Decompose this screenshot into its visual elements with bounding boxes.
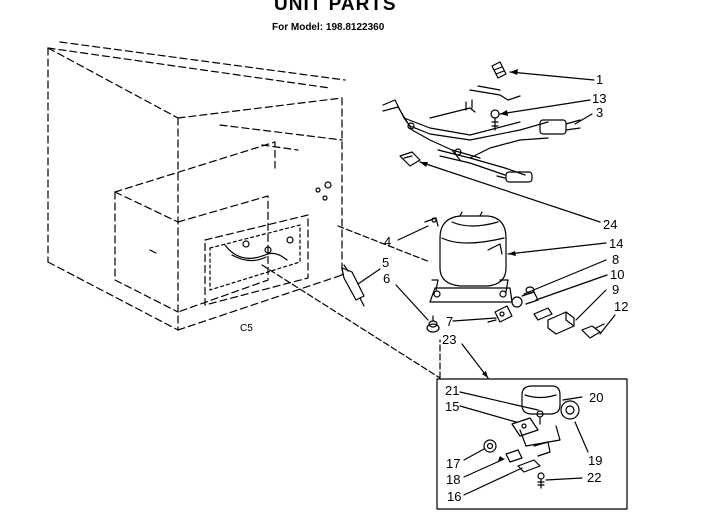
callout-4: 4 [384, 234, 391, 249]
callout-13: 13 [592, 91, 606, 106]
callout-12: 12 [614, 299, 628, 314]
callout-leaders [357, 71, 616, 496]
callout-arrowheads [420, 69, 518, 461]
callout-14: 14 [609, 236, 623, 251]
part-6-grommet [426, 315, 440, 333]
diagram-title: UNIT PARTS [274, 0, 397, 15]
part-24-clip [399, 151, 421, 167]
part-13-screw [490, 109, 500, 131]
model-subtitle: For Model: 198.8122360 [272, 22, 385, 33]
callout-5: 5 [382, 255, 389, 270]
callout-1: 1 [596, 72, 603, 87]
callout-numbers: 1 13 3 24 4 14 5 8 10 6 9 12 7 23 21 20 … [382, 72, 628, 504]
cabinet-details [149, 181, 332, 291]
callout-7: 7 [446, 314, 453, 329]
inset-parts [483, 385, 580, 489]
wiring-harness [382, 85, 581, 183]
callout-3: 3 [596, 105, 603, 120]
inset-box [436, 378, 628, 510]
callout-22: 22 [587, 470, 601, 485]
part-4-bolt [424, 217, 439, 227]
part-14-compressor [429, 211, 513, 303]
leader-lines-dashed [261, 225, 441, 379]
part-1-wire-nut [491, 61, 507, 79]
callout-8: 8 [612, 252, 619, 267]
callout-16: 16 [447, 489, 461, 504]
callout-9: 9 [612, 282, 619, 297]
section-label: C5 [240, 323, 253, 334]
callout-10: 10 [610, 267, 624, 282]
callout-19: 19 [588, 453, 602, 468]
callout-20: 20 [589, 390, 603, 405]
callout-17: 17 [446, 456, 460, 471]
callout-24: 24 [603, 217, 617, 232]
callout-21: 21 [445, 383, 459, 398]
cabinet-outline [47, 41, 346, 331]
callout-23: 23 [442, 332, 456, 347]
callout-15: 15 [445, 399, 459, 414]
part-5-drier [341, 264, 365, 307]
callout-18: 18 [446, 472, 460, 487]
callout-6: 6 [383, 271, 390, 286]
relay-parts [487, 286, 605, 339]
